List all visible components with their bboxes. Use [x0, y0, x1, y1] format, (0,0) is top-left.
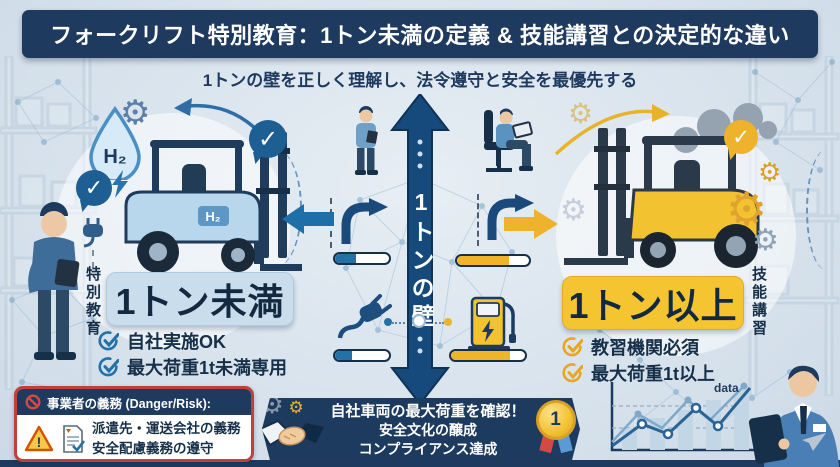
page-title: フォークリフト特別教育：1トン未満の定義 & 技能講習との決定的な違い	[50, 23, 790, 48]
medal-number: 1	[550, 409, 561, 430]
gold-medal-icon: 1	[534, 400, 578, 458]
inspector-worker-figure	[28, 202, 80, 360]
progress-pill-left-2	[333, 349, 391, 362]
title-banner: フォークリフト特別教育：1トン未満の定義 & 技能講習との決定的な違い	[22, 10, 818, 58]
curved-arrow-topright	[554, 104, 670, 156]
check-bubble-left: ✓	[249, 120, 287, 158]
prohibition-icon	[25, 394, 41, 410]
yellow-node-dot	[444, 318, 452, 326]
left-check-item-1: 自社実施OK	[98, 328, 226, 354]
svg-text:H₂: H₂	[103, 146, 126, 168]
warning-triangle-icon: !	[24, 425, 54, 452]
right-headline-box: 1トン以上	[562, 276, 744, 330]
gear-icon: ⚙	[726, 182, 768, 236]
gear-icon: ⚙	[288, 398, 304, 418]
left-headline: 1トン未満	[115, 281, 285, 322]
fuel-pump-icon	[468, 296, 516, 352]
electric-plug-icon	[337, 294, 392, 339]
one-ton-wall-label: 1トンの壁	[408, 188, 434, 332]
gear-icon: ⚙	[752, 223, 779, 258]
left-category-vertical-label: 特別教育	[84, 266, 101, 338]
obligations-header: 事業者の義務 (Danger/Risk):	[17, 389, 251, 415]
obligation-item: 安全配慮義務の遵守	[92, 440, 214, 456]
obligations-box: 事業者の義務 (Danger/Risk): ! 派遣先・運送会社の義務 安全配慮…	[14, 386, 254, 462]
right-check-item-1: 教習機関必須	[562, 334, 699, 360]
progress-pill-left-1	[333, 252, 391, 265]
gear-icon: ⚙	[286, 387, 299, 402]
document-check-icon	[63, 424, 85, 453]
page-subtitle: 1トンの壁を正しく理解し、法令遵守と安全を最優先する	[202, 71, 638, 90]
ring-check-icon	[98, 356, 119, 376]
gear-icon: ⚙	[560, 193, 587, 228]
yellow-forklift-illustration	[564, 128, 760, 268]
gear-icon: ⚙	[758, 158, 782, 188]
conclusion-line: 安全文化の醸成	[378, 422, 477, 439]
ring-check-icon	[562, 336, 583, 356]
right-category-vertical-label: 技能講習	[750, 266, 767, 338]
white-node-dot	[412, 314, 426, 328]
blue-forklift-illustration: H₂	[124, 132, 302, 273]
lightning-bolt-icon	[112, 170, 128, 198]
progress-pill-right-1	[455, 254, 531, 267]
left-headline-box: 1トン未満	[106, 272, 294, 326]
handshake-icon	[262, 419, 325, 447]
growth-chart: data	[610, 381, 762, 452]
dashed-arc-right	[806, 150, 840, 270]
dashed-guide-center-right	[477, 194, 479, 246]
standing-worker-figure	[355, 106, 378, 175]
conclusion-text: 自社車両の最大荷重を確認！ 安全文化の醸成 コンプライアンス達成	[330, 400, 525, 457]
hydrogen-droplet-icon: H₂	[89, 106, 141, 180]
plug-mini-icon	[83, 218, 103, 248]
right-headline: 1トン以上	[568, 285, 738, 326]
dashed-guide-left	[92, 250, 94, 268]
right-check-item-2: 最大荷重1t以上	[562, 360, 715, 386]
progress-pill-right-2	[449, 349, 527, 362]
businessman-figure	[748, 365, 839, 467]
seated-worker-laptop-figure	[484, 108, 533, 172]
left-check-item-2: 最大荷重1t未満専用	[98, 354, 287, 380]
svg-text:!: !	[37, 434, 42, 450]
turn-arrow-left	[341, 198, 388, 244]
turn-arrow-right	[487, 194, 534, 240]
arrow-to-right-section	[504, 209, 558, 239]
obligations-title: 事業者の義務 (Danger/Risk):	[47, 396, 211, 411]
blue-node-dot	[384, 318, 392, 326]
bottom-strip	[0, 460, 840, 467]
svg-text:H₂: H₂	[205, 209, 220, 224]
arrow-to-left-section	[282, 204, 334, 234]
obligation-item: 派遣先・運送会社の義務	[92, 421, 241, 436]
check-badge-icon: ✓	[76, 170, 112, 206]
ring-check-icon	[562, 362, 583, 382]
one-ton-wall-arrow	[389, 94, 451, 404]
handshake-group: ⚙ ⚙ ⚙	[262, 398, 325, 452]
exhaust-smoke	[673, 103, 777, 153]
conclusion-line: 自社車両の最大荷重を確認！	[330, 403, 526, 421]
chart-data-label: data	[714, 381, 739, 395]
conclusion-line: コンプライアンス達成	[358, 440, 498, 457]
check-bubble-right: ✓	[724, 120, 758, 154]
gear-icon: ⚙	[568, 97, 594, 130]
conclusion-banner: ⚙ ⚙ ⚙ 自社車両の最大荷重を確認！ 安全文化の醸成 コンプライアンス達成 1	[262, 398, 580, 460]
ring-check-icon	[98, 330, 119, 350]
